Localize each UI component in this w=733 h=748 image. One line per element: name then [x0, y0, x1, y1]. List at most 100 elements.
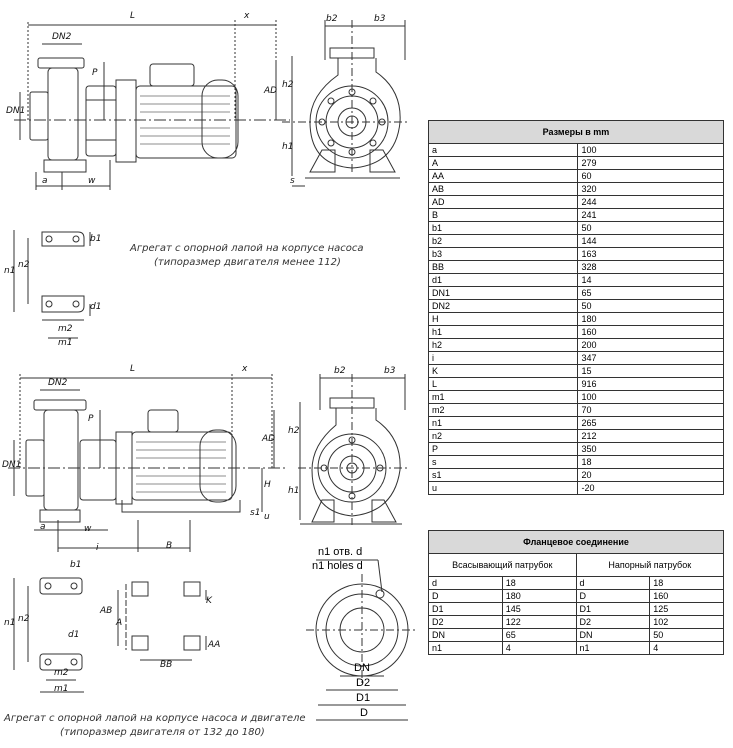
- caption-bottom-line1: Агрегат с опорной лапой на корпусе насос…: [4, 713, 306, 724]
- flange-value-cell: 122: [501, 615, 577, 629]
- dimension-value-cell: 163: [577, 247, 724, 261]
- dimension-value-cell: 20: [577, 468, 724, 482]
- bottom-side-view: [8, 374, 286, 552]
- dim-label-m2-bottom: m2: [54, 668, 69, 678]
- dim-label-s1: s1: [250, 508, 261, 518]
- dimension-value-cell: 265: [577, 416, 724, 430]
- dimension-value-cell: 347: [577, 351, 724, 365]
- dimension-name-cell: b3: [427, 247, 579, 261]
- dimensions-table-title: Размеры в mm: [428, 120, 724, 144]
- dimension-name-cell: m2: [427, 403, 579, 417]
- dimension-value-cell: 328: [577, 260, 724, 274]
- flange-param-cell: D2: [428, 615, 503, 629]
- bottom-baseplate-plan: [13, 577, 207, 693]
- dim-label-n1-bottom: n1: [4, 618, 16, 628]
- dimension-value-cell: 14: [577, 273, 724, 287]
- top-foot-plan: [13, 230, 91, 339]
- dimension-value-cell: 160: [577, 325, 724, 339]
- caption-bottom-line2: (типоразмер двигателя от 132 до 180): [60, 727, 265, 738]
- dimension-value-cell: 350: [577, 442, 724, 456]
- dimension-name-cell: AD: [427, 195, 579, 209]
- dimension-value-cell: 50: [577, 221, 724, 235]
- flange-table-discharge-header: Напорный патрубок: [575, 553, 725, 577]
- dimension-value-cell: 244: [577, 195, 724, 209]
- flange-param-cell: DN: [575, 628, 651, 642]
- dim-label-dn2: DN2: [52, 32, 72, 42]
- dimension-name-cell: BB: [427, 260, 579, 274]
- dimension-name-cell: u: [427, 481, 579, 495]
- dim-label-m2: m2: [58, 324, 73, 334]
- dim-label-h1: h1: [282, 142, 294, 152]
- dim-label-u: u: [264, 512, 270, 522]
- flange-table-title: Фланцевое соединение: [428, 530, 724, 554]
- dimension-name-cell: s1: [427, 468, 579, 482]
- dim-label-b3: b3: [374, 14, 386, 24]
- flange-label-d2: D2: [356, 677, 371, 689]
- dim-label-ad: AD: [264, 86, 278, 96]
- dim-label-h1-bottom: h1: [288, 486, 300, 496]
- flange-value-cell: 4: [649, 641, 724, 655]
- dim-label-b2: b2: [326, 14, 338, 24]
- dimension-name-cell: s: [427, 455, 579, 469]
- flange-param-cell: D: [428, 589, 503, 603]
- dim-label-m1: m1: [58, 338, 73, 348]
- flange-value-cell: 4: [501, 641, 577, 655]
- flange-value-cell: 160: [649, 589, 724, 603]
- dimension-value-cell: 60: [577, 169, 724, 183]
- dim-label-bb: BB: [160, 660, 173, 670]
- dimension-name-cell: AA: [427, 169, 579, 183]
- dimension-value-cell: 100: [577, 143, 724, 157]
- dimension-value-cell: 144: [577, 234, 724, 248]
- flange-view: [306, 559, 418, 721]
- flange-value-cell: 65: [501, 628, 577, 642]
- flange-param-cell: D2: [575, 615, 651, 629]
- dimension-name-cell: m1: [427, 390, 579, 404]
- dimension-name-cell: b2: [427, 234, 579, 248]
- dimension-value-cell: 200: [577, 338, 724, 352]
- flange-value-cell: 50: [649, 628, 724, 642]
- dim-label-a-bottom: a: [40, 522, 46, 532]
- dimension-value-cell: 279: [577, 156, 724, 170]
- flange-value-cell: 18: [501, 576, 577, 590]
- dimension-value-cell: 212: [577, 429, 724, 443]
- flange-param-cell: D1: [575, 602, 651, 616]
- flange-value-cell: 145: [501, 602, 577, 616]
- dim-label-w: w: [88, 176, 96, 186]
- dim-label-i: i: [96, 543, 99, 553]
- dimension-name-cell: a: [427, 143, 579, 157]
- dim-label-h2: h2: [282, 80, 294, 90]
- dimension-value-cell: 50: [577, 299, 724, 313]
- flange-holes-label-en: n1 holes d: [312, 560, 363, 572]
- dim-label-aa: AA: [208, 640, 221, 650]
- dimension-name-cell: h1: [427, 325, 579, 339]
- dimension-name-cell: DN2: [427, 299, 579, 313]
- dim-label-d1: d1: [90, 302, 102, 312]
- dimension-value-cell: 320: [577, 182, 724, 196]
- flange-table-suction-header: Всасывающий патрубок: [428, 553, 577, 577]
- dimension-value-cell: 70: [577, 403, 724, 417]
- dim-label-h2-bottom: h2: [288, 426, 300, 436]
- dim-label-h: H: [264, 480, 271, 490]
- dim-label-a-upper: A: [116, 618, 123, 628]
